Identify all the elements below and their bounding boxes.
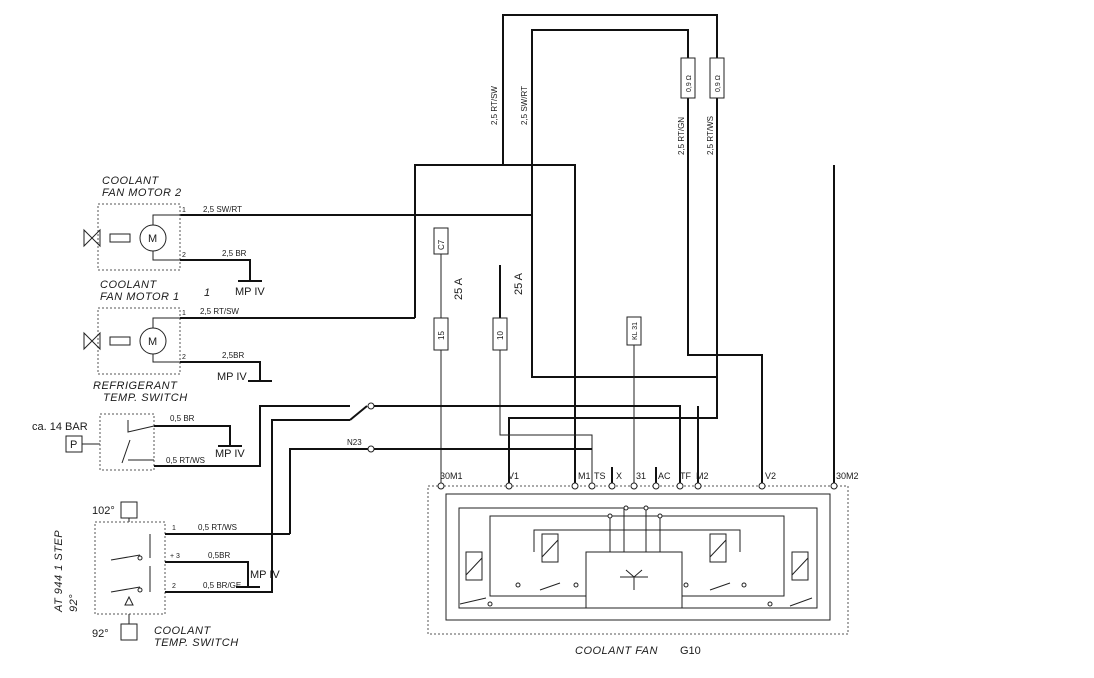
temp-92-label: 92° [92, 628, 109, 640]
terminal-ac: AC [658, 471, 671, 481]
coolant-pin2: 2 [172, 583, 176, 590]
fan-motor-2-pin1: 1 [182, 207, 186, 214]
wire-label-sw-rt: 2,5 SW/RT [520, 86, 529, 125]
fan-motor-1-subtitle: FAN MOTOR 1 [100, 291, 180, 303]
refrigerant-pressure-label: ca. 14 BAR [32, 421, 88, 433]
terminal-row: 30M1 V1 M1 TS X 31 AC TF M2 V2 30M2 [437, 165, 859, 490]
fuse-15: 15 [433, 317, 449, 485]
fuse-10-label: 10 [496, 331, 505, 340]
n23-label: N23 [347, 438, 362, 447]
wire-label-rt-ws: 2,5 RT/WS [706, 116, 715, 155]
fan-motor-1-br-label: 2,5BR [222, 351, 244, 360]
refrigerant-br-label: 0,5 BR [170, 414, 195, 423]
fan-motor-2-subtitle: FAN MOTOR 2 [102, 187, 182, 199]
fuse-15-label: 15 [437, 331, 446, 340]
coolant-fan-label: COOLANT FAN [575, 645, 658, 657]
refrigerant-ground: MP IV [215, 448, 245, 460]
g10-label: G10 [680, 645, 701, 657]
fan-motor-2-m: M [148, 233, 157, 245]
resistor-1-label: 0,9 Ω [686, 75, 693, 92]
wire-label-rt-sw: 2,5 RT/SW [490, 86, 499, 125]
coolant-temp-switch: 102° 92° COOLANT TEMP. SWITCH AT 944 1 S… [53, 419, 350, 649]
coolant-pin3: + 3 [170, 553, 180, 560]
refrigerant-switch-subtitle: TEMP. SWITCH [103, 392, 188, 404]
fan-motor-1: COOLANT FAN MOTOR 1 1 M 1 2 2,5 RT/SW 2,… [83, 279, 415, 383]
fan-motor-1-title: COOLANT [100, 279, 157, 291]
terminal-30m1: 30M1 [440, 471, 463, 481]
terminal-v1: V1 [508, 471, 519, 481]
coolant-fan-unit: COOLANT FAN G10 [427, 485, 849, 657]
resistor-1: 0,9 Ω [680, 57, 696, 99]
fan-motor-1-m: M [148, 336, 157, 348]
resistor-2-label: 0,9 Ω [715, 75, 722, 92]
terminal-31: 31 [636, 471, 646, 481]
coolant-ge-label: 0,5 BR/GE [203, 581, 241, 590]
fan-motor-1-wire-label: 2,5 RT/SW [200, 307, 239, 316]
temp-102-label: 102° [92, 505, 115, 517]
fan-motor-1-pin1: 1 [182, 310, 186, 317]
terminal-x: X [616, 471, 622, 481]
coolant-br-label: 0,5BR [208, 551, 230, 560]
temp-92-side-label: 92° [68, 594, 80, 612]
fuse-c7: C7 [433, 227, 449, 318]
terminal-ts: TS [594, 471, 606, 481]
terminal-tf: TF [680, 471, 691, 481]
refrigerant-switch: REFRIGERANT TEMP. SWITCH ca. 14 BAR P 0,… [32, 380, 350, 471]
fan-motor-1-mark: 1 [204, 287, 211, 299]
coolant-pin1: 1 [172, 525, 176, 532]
fan-motor-2-br-label: 2,5 BR [222, 249, 247, 258]
fan-motor-2-pin2: 2 [182, 252, 186, 259]
fuse-10: 10 [492, 317, 593, 485]
coolant-switch-subtitle: TEMP. SWITCH [154, 637, 239, 649]
terminal-v2: V2 [765, 471, 776, 481]
at944-label: AT 944 1 STEP [53, 530, 65, 613]
coolant-switch-title: COOLANT [154, 625, 211, 637]
fan-motor-2-title: COOLANT [102, 175, 159, 187]
terminal-30m2: 30M2 [836, 471, 859, 481]
fan-motor-1-pin2: 2 [182, 354, 186, 361]
coolant-ground: MP IV [250, 569, 280, 581]
pressure-symbol: P [70, 439, 77, 451]
top-wire-loops [180, 14, 763, 485]
wire-label-rt-gn: 2,5 RT/GN [677, 117, 686, 155]
coolant-ws-label: 0,5 RT/WS [198, 523, 237, 532]
terminal-m2: M2 [696, 471, 709, 481]
terminal-m1: M1 [578, 471, 591, 481]
fan-motor-2: COOLANT FAN MOTOR 2 M 1 2 2,5 SW/RT 2,5 … [83, 175, 265, 298]
fan-motor-1-ground: MP IV [217, 371, 247, 383]
fan-motor-2-ground: MP IV [235, 286, 265, 298]
kl31-label: KL 31 [632, 322, 639, 340]
fuse-c7-label: C7 [437, 239, 446, 250]
refrigerant-switch-title: REFRIGERANT [93, 380, 178, 392]
refrigerant-ws-label: 0,5 RT/WS [166, 456, 205, 465]
kl31-ground: KL 31 [626, 316, 642, 485]
resistor-2: 0,9 Ω [709, 57, 725, 99]
fan-motor-2-wire-label: 2,5 SW/RT [203, 205, 242, 214]
fuse-15-rating: 25 A [453, 277, 465, 300]
n23-switch: N23 [289, 402, 681, 534]
fuse-10-rating: 25 A [513, 272, 525, 295]
